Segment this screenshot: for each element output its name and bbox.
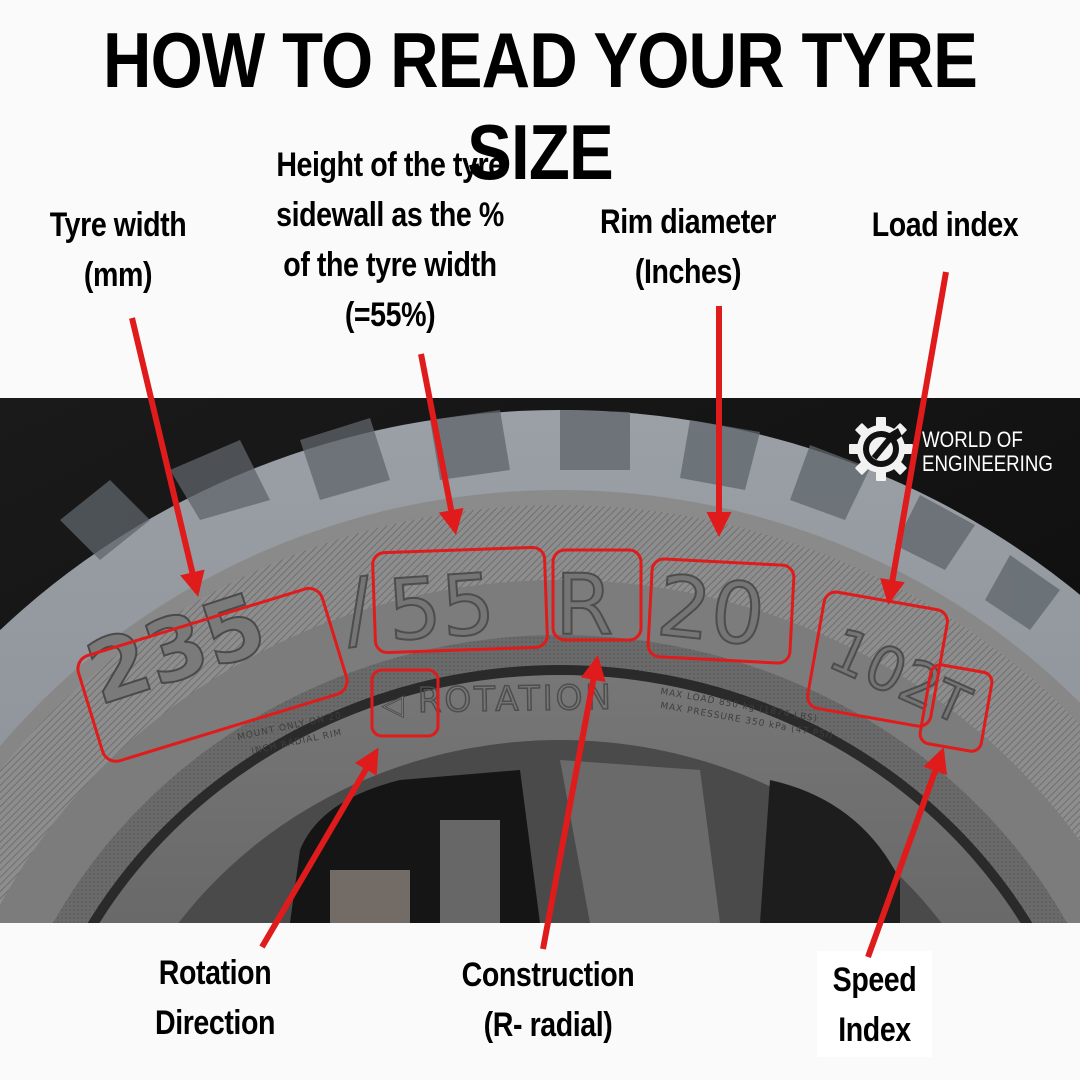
label-line: Index [838, 1011, 911, 1049]
label-line: (Inches) [634, 253, 742, 291]
svg-text:55: 55 [385, 555, 498, 660]
label-construction: Construction (R- radial) [447, 950, 649, 1050]
logo-line2: ENGINEERING [922, 450, 1053, 476]
label-aspect-ratio: Height of the tyre sidewall as the % of … [256, 140, 525, 340]
label-line: (R- radial) [483, 1006, 613, 1044]
label-load-index: Load index [857, 200, 1033, 250]
label-line: Construction [461, 956, 635, 994]
svg-text:20: 20 [653, 556, 770, 665]
label-line: Rotation [158, 954, 272, 992]
logo-line1: WORLD OF [922, 426, 1023, 452]
label-line: (=55%) [344, 296, 436, 334]
label-rim-diameter: Rim diameter (Inches) [587, 197, 789, 297]
label-rotation-direction: Rotation Direction [135, 948, 295, 1048]
svg-text:ROTATION: ROTATION [417, 678, 614, 721]
label-tyre-width: Tyre width (mm) [34, 200, 202, 300]
page-title: HOW TO READ YOUR TYRE SIZE [103, 16, 978, 196]
label-line: Speed [832, 961, 917, 999]
speed-label-background [817, 951, 932, 1057]
label-speed-index: Speed Index [822, 955, 927, 1055]
gear-wrench-icon [846, 414, 916, 489]
label-line: Tyre width [49, 206, 187, 244]
label-line: sidewall as the % [276, 196, 504, 234]
label-line: Load index [871, 206, 1019, 244]
label-line: of the tyre width [283, 246, 497, 284]
world-of-engineering-logo: WORLD OF ENGINEERING [846, 414, 1076, 489]
svg-text:R: R [555, 556, 613, 654]
label-line: Height of the tyre [276, 146, 504, 184]
label-line: Rim diameter [600, 203, 776, 241]
svg-text:◁: ◁ [382, 688, 404, 721]
label-line: Direction [154, 1004, 275, 1042]
label-line: (mm) [83, 256, 153, 294]
